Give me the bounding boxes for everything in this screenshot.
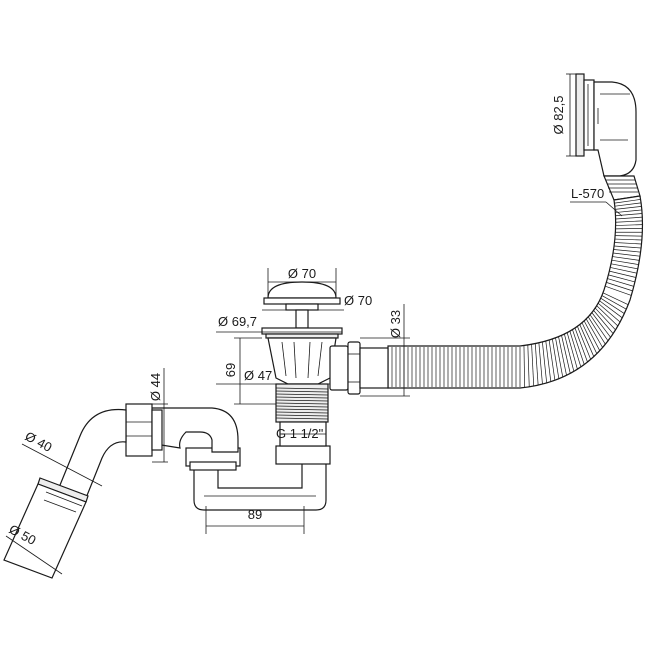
label-d70-top: Ø 70 — [288, 266, 316, 281]
label-l570: L-570 — [571, 186, 604, 201]
dim-82-5-line — [566, 73, 578, 157]
plug-cap — [263, 281, 341, 305]
label-d44: Ø 44 — [148, 373, 163, 401]
label-d69-7: Ø 69,7 — [218, 314, 257, 329]
outlet-bend — [57, 408, 127, 499]
dim-69-line — [234, 337, 276, 405]
dim-89-line — [205, 506, 305, 534]
label-d70-right: Ø 70 — [344, 293, 372, 308]
dim-44-line — [152, 368, 168, 463]
overflow-head — [575, 73, 637, 177]
label-d33: Ø 33 — [388, 310, 403, 338]
dim-l570-leader — [570, 201, 623, 217]
waste-body — [267, 337, 389, 395]
waste-flange — [261, 303, 343, 339]
label-89: 89 — [248, 507, 262, 522]
dim-33-line — [360, 304, 410, 397]
label-d40: Ø 40 — [23, 428, 55, 454]
waste-thread — [275, 383, 329, 423]
label-d47: Ø 47 — [244, 368, 272, 383]
dim-50-line — [5, 535, 63, 575]
outlet-pipe — [3, 477, 89, 579]
corrugated-hose — [387, 195, 644, 389]
label-d82-5: Ø 82,5 — [551, 95, 566, 134]
dim-70-top-line — [267, 268, 337, 296]
trap-right-nut — [275, 421, 331, 465]
dim-40-line — [21, 443, 103, 487]
label-thread: G 1 1/2" — [276, 426, 324, 441]
label-69: 69 — [223, 363, 238, 377]
outlet-elbow — [125, 403, 239, 457]
